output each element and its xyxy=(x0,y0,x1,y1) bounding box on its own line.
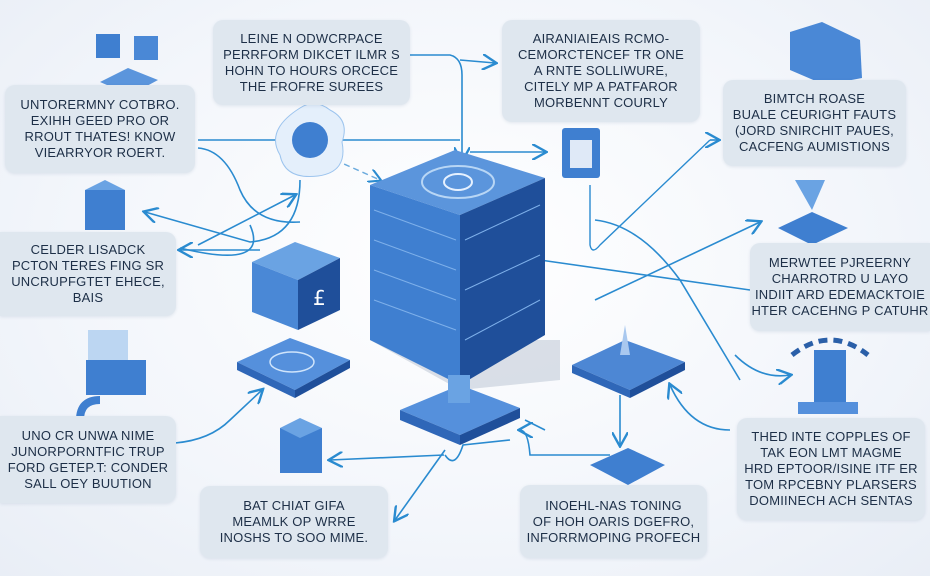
box-line: EXIHH GEED PRO OR xyxy=(30,113,170,128)
box-line: A RNTE SOLLIWURE, xyxy=(533,63,669,78)
svg-text:£: £ xyxy=(313,286,326,310)
frame-cube-icon xyxy=(562,128,600,178)
box-line: UNTORERMNY COTBRO. xyxy=(20,97,180,112)
box-line: UNCRUPFGTET EHECE, xyxy=(11,274,165,289)
box-line: UNO CR UNWA NIME xyxy=(21,427,155,443)
box-line: MEAMLK OP WRRE xyxy=(232,514,356,529)
box-line: LEINE N ODWCRPACE xyxy=(240,30,383,46)
box-line: JUNORPORNTFIC TRUP xyxy=(11,443,165,459)
box-line: RROUT THATES! KNOW xyxy=(24,129,176,144)
landscape-tile-icon xyxy=(590,448,665,485)
platform-icon-right xyxy=(572,325,685,398)
platform-icon-center xyxy=(400,375,520,445)
structure-icon xyxy=(790,22,862,85)
server-box-icon xyxy=(85,180,125,230)
document-signal-icon xyxy=(790,337,870,414)
box-line: TAK EON LMT MAGME xyxy=(760,445,902,460)
box-line: INOSHS TO SOO MIME. xyxy=(219,530,369,545)
box-line: FORD GETEP.T: CONDER xyxy=(7,459,169,475)
info-box-top-center: LEINE N ODWCRPACE PERRFORM DIKCET ILMR S… xyxy=(213,20,410,105)
info-box-right-top: BIMTCH ROASE BUALE CEURIGHT FAUTS (JORD … xyxy=(723,80,906,166)
info-box-left-top: UNTORERMNY COTBRO. EXIHH GEED PRO OR RRO… xyxy=(5,85,195,173)
box-line: TOM RPCEBNY PLARSERS xyxy=(745,477,917,492)
box-line: VIEARRYOR ROERT. xyxy=(34,145,166,160)
box-line: INOEHL-NAS TONING xyxy=(545,497,682,513)
box-line: HOHN TO HOURS ORCECE xyxy=(224,62,399,78)
box-line: SALL OEY BUUTION xyxy=(24,475,152,491)
dashed-arrow xyxy=(334,159,380,180)
box-line: INFORRMOPING PROFECH xyxy=(526,529,701,545)
box-line: BAT CHIAT GIFA xyxy=(243,498,345,513)
platform-icon-left xyxy=(237,338,350,398)
box-line: THE FROFRE SUREES xyxy=(239,78,384,94)
box-line: CHARROTRD U LAYO xyxy=(771,271,909,286)
box-line: BUALE CEURIGHT FAUTS xyxy=(732,107,897,122)
box-line: CITELY MP A PATFAROR xyxy=(524,79,678,94)
info-box-bottom-center-left: BAT CHIAT GIFA MEAMLK OP WRRE INOSHS TO … xyxy=(200,486,388,558)
info-box-right-middle: MERWTEE PJREERNY CHARROTRD U LAYO INDIIT… xyxy=(750,243,930,331)
box-line: PCTON TERES FING SR xyxy=(11,258,165,273)
box-line: BAIS xyxy=(72,290,104,305)
currency-cube-icon: £ xyxy=(252,242,340,330)
box-line: DOMIINECH ACH SENTAS xyxy=(749,493,913,508)
box-line: PERRFORM DIKCET ILMR S xyxy=(223,46,400,62)
data-cube-icon xyxy=(280,418,322,473)
box-line: AIRANIAIEAIS RCMO- xyxy=(532,31,670,46)
box-line: OF HOH OARIS DGEFRO, xyxy=(532,513,695,529)
box-line: MERWTEE PJREERNY xyxy=(768,255,912,270)
info-box-bottom-center-right: INOEHL-NAS TONING OF HOH OARIS DGEFRO, I… xyxy=(520,485,707,558)
connector-lines xyxy=(145,55,790,520)
box-line: CEMORCTENCEF TR ONE xyxy=(517,47,685,62)
info-box-right-bottom: THED INTE COPPLES OF TAK EON LMT MAGME H… xyxy=(737,418,925,520)
box-line: HTER CACEHNG P CATUHR xyxy=(751,303,929,318)
info-box-top-right-center: AIRANIAIEAIS RCMO- CEMORCTENCEF TR ONE A… xyxy=(502,20,700,122)
box-line: THED INTE COPPLES OF xyxy=(751,429,911,444)
info-box-left-bottom: UNO CR UNWA NIME JUNORPORNTFIC TRUP FORD… xyxy=(0,416,176,503)
box-line: BIMTCH ROASE xyxy=(763,91,866,106)
central-cube-icon xyxy=(370,150,560,390)
cloud-gear-icon xyxy=(275,103,345,178)
box-line: HRD EPTOOR/ISINE ITF ER xyxy=(744,461,918,476)
funnel-icon xyxy=(778,180,848,245)
box-line: CACFENG AUMISTIONS xyxy=(739,139,890,154)
box-line: MORBENNT COURLY xyxy=(534,95,668,110)
box-line: INDIIT ARD EDEMACKTOIE xyxy=(754,287,926,302)
upload-device-icon xyxy=(76,330,146,421)
box-line: CELDER LISADCK xyxy=(30,242,146,257)
box-line: (JORD SNIRCHIT PAUES, xyxy=(734,123,894,138)
info-box-left-middle: CELDER LISADCK PCTON TERES FING SR UNCRU… xyxy=(0,232,176,316)
